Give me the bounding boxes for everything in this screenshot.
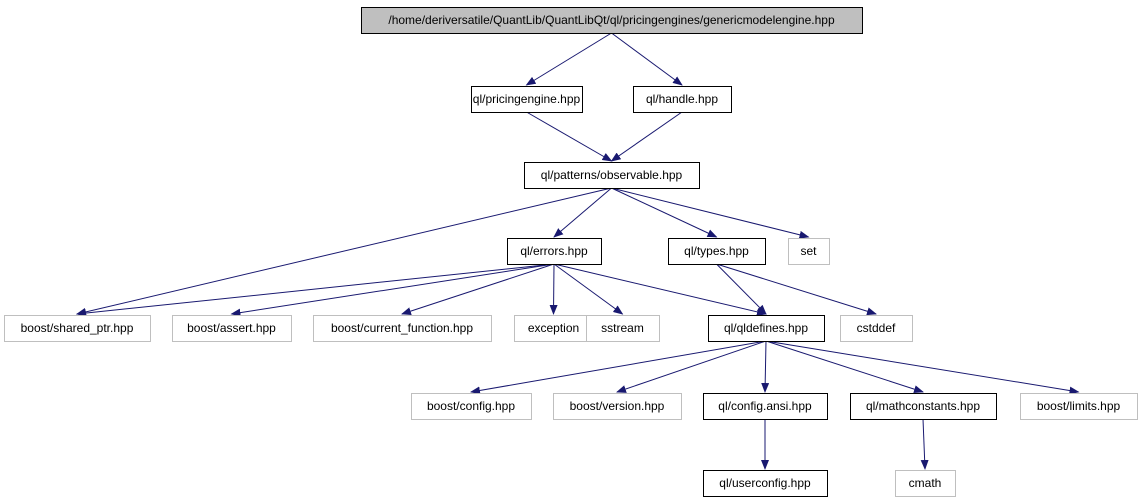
edge-errors-to-qldefines [553, 263, 767, 316]
node-box [1020, 393, 1138, 420]
edge-observable-to-shared_ptr [76, 187, 612, 316]
node-box [586, 315, 660, 342]
node-exception: exception [514, 315, 594, 342]
node-box [514, 315, 594, 342]
node-box [507, 238, 602, 265]
edge-errors-to-sstream [553, 263, 624, 315]
node-mathconstants[interactable]: ql/mathconstants.hpp [850, 393, 997, 420]
node-box [668, 238, 766, 265]
edge-root-to-handle [611, 32, 683, 86]
node-sstream: sstream [586, 315, 660, 342]
node-label: ql/config.ansi.hpp [718, 399, 812, 413]
node-label: cstddef [857, 321, 896, 335]
nodes-layer: /home/deriversatile/QuantLib/QuantLibQt/… [4, 7, 1138, 497]
node-label: boost/current_function.hpp [331, 321, 473, 335]
node-observable[interactable]: ql/patterns/observable.hpp [524, 162, 700, 189]
edge-qldefines-to-config [470, 340, 767, 395]
node-label: boost/version.hpp [570, 399, 665, 413]
node-root: /home/deriversatile/QuantLib/QuantLibQt/… [361, 7, 863, 34]
node-userconfig[interactable]: ql/userconfig.hpp [703, 470, 828, 497]
node-types[interactable]: ql/types.hpp [668, 238, 766, 265]
edge-handle-to-observable [610, 111, 683, 162]
node-label: ql/errors.hpp [520, 244, 588, 258]
node-set: set [788, 238, 830, 265]
node-label: /home/deriversatile/QuantLib/QuantLibQt/… [388, 13, 835, 27]
edge-errors-to-exception [549, 263, 558, 315]
node-qldefines[interactable]: ql/qldefines.hpp [708, 315, 825, 342]
edge-errors-to-assert [230, 263, 555, 317]
edge-qldefines-to-limits [765, 340, 1080, 395]
node-label: ql/patterns/observable.hpp [541, 168, 683, 182]
node-cmath: cmath [895, 470, 956, 497]
edge-errors-to-shared_ptr [76, 263, 555, 318]
node-box [471, 86, 583, 113]
node-box [172, 315, 292, 342]
node-pricingengine[interactable]: ql/pricingengine.hpp [471, 86, 583, 113]
node-box [524, 162, 700, 189]
node-label: boost/shared_ptr.hpp [21, 321, 134, 335]
edges-layer [76, 32, 1080, 470]
edge-qldefines-to-configansi [761, 340, 770, 393]
node-label: boost/limits.hpp [1037, 399, 1121, 413]
node-cstddef: cstddef [840, 315, 913, 342]
node-box [313, 315, 492, 342]
node-limits: boost/limits.hpp [1020, 393, 1138, 420]
node-box [850, 393, 997, 420]
edge-types-to-cstddef [716, 263, 877, 316]
node-box [703, 470, 828, 497]
node-box [411, 393, 532, 420]
edge-qldefines-to-mathconstants [765, 340, 924, 394]
node-configansi[interactable]: ql/config.ansi.hpp [703, 393, 828, 420]
node-box [4, 315, 151, 342]
node-label: boost/assert.hpp [187, 321, 276, 335]
node-label: ql/handle.hpp [646, 92, 718, 106]
node-label: ql/types.hpp [684, 244, 749, 258]
edge-observable-to-set [611, 187, 810, 239]
edge-pricingengine-to-observable [526, 111, 613, 162]
node-box [633, 86, 732, 113]
node-box [788, 238, 830, 265]
node-shared_ptr: boost/shared_ptr.hpp [4, 315, 151, 342]
node-label: ql/userconfig.hpp [719, 476, 811, 490]
node-label: set [800, 244, 817, 258]
edge-qldefines-to-version [616, 340, 767, 393]
node-assert: boost/assert.hpp [172, 315, 292, 342]
node-handle[interactable]: ql/handle.hpp [633, 86, 732, 113]
node-box [840, 315, 913, 342]
node-box [703, 393, 828, 420]
edge-errors-to-current_function [401, 263, 555, 315]
edge-types-to-qldefines [716, 263, 767, 315]
node-current_function: boost/current_function.hpp [313, 315, 492, 342]
node-config: boost/config.hpp [411, 393, 532, 420]
edge-observable-to-types [611, 187, 718, 238]
node-label: exception [528, 321, 579, 335]
node-box [553, 393, 682, 420]
node-version: boost/version.hpp [553, 393, 682, 420]
edge-root-to-pricingengine [525, 32, 612, 86]
edge-mathconstants-to-cmath [920, 418, 929, 470]
node-label: ql/mathconstants.hpp [866, 399, 980, 413]
node-label: cmath [909, 476, 942, 490]
node-label: boost/config.hpp [427, 399, 515, 413]
node-label: ql/qldefines.hpp [724, 321, 808, 335]
node-box [708, 315, 825, 342]
edge-observable-to-errors [553, 187, 612, 238]
node-label: ql/pricingengine.hpp [473, 92, 581, 106]
node-label: sstream [601, 321, 644, 335]
node-box [895, 470, 956, 497]
node-errors[interactable]: ql/errors.hpp [507, 238, 602, 265]
node-box [361, 7, 863, 34]
